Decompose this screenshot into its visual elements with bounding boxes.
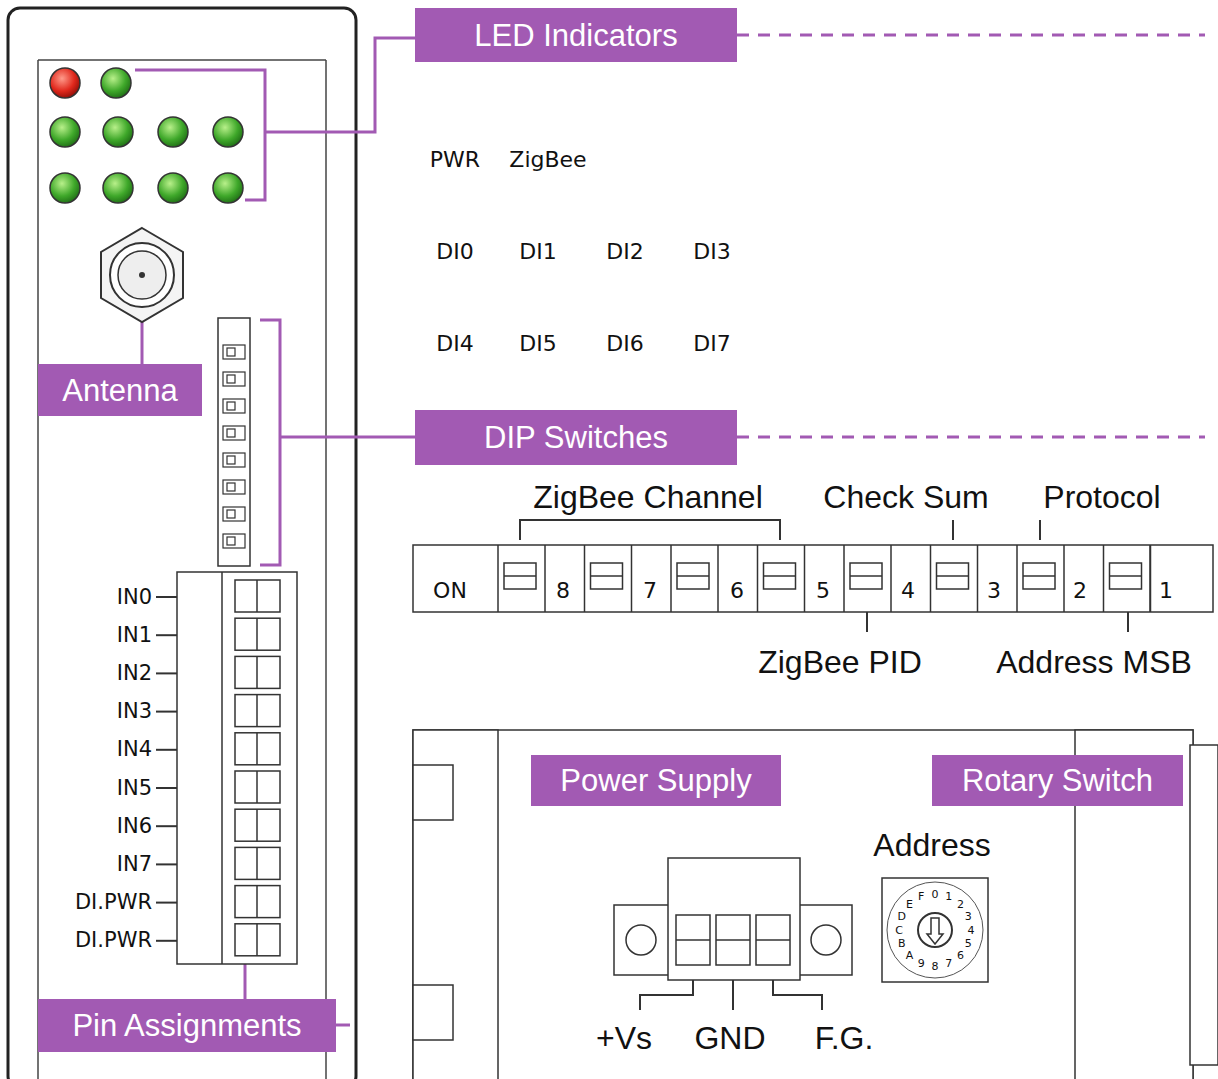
led-label: DI2: [606, 241, 643, 263]
switch-number: 2: [1073, 580, 1087, 602]
dial-digit: 8: [932, 961, 939, 972]
callout-text: Rotary Switch: [962, 765, 1153, 796]
pin-name: IN6: [117, 816, 152, 837]
dial-digit: 1: [945, 891, 952, 902]
led-label: DI6: [606, 333, 643, 355]
pin-name: IN1: [117, 625, 152, 646]
callout-text: Power Supply: [560, 765, 751, 796]
callout-text: Antenna: [62, 375, 178, 406]
rotary-callout: Rotary Switch: [932, 755, 1183, 806]
callout-text: Pin Assignments: [72, 1010, 301, 1041]
switch-number: 5: [816, 580, 830, 602]
switch-number: 3: [987, 580, 1001, 602]
switch-group-label: Protocol: [1043, 481, 1160, 513]
antenna-callout: Antenna: [38, 364, 202, 416]
dial-digit: A: [906, 950, 914, 961]
pin-name: IN3: [117, 701, 152, 722]
power-callout: Power Supply: [531, 755, 781, 806]
led-label: DI0: [436, 241, 473, 263]
dial-digit: D: [897, 911, 905, 922]
switch-number: 4: [901, 580, 915, 602]
dip-callout: DIP Switches: [415, 410, 737, 465]
pin-name: IN0: [117, 587, 152, 608]
led-label: DI3: [693, 241, 730, 263]
switch-number: 6: [730, 580, 744, 602]
led-label: DI5: [519, 333, 556, 355]
led-label: DI4: [436, 333, 473, 355]
pin-name: IN2: [117, 663, 152, 684]
dial-digit: 7: [945, 958, 952, 969]
led-label: DI7: [693, 333, 730, 355]
pin-name: IN7: [117, 854, 152, 875]
terminal-name: GND: [694, 1022, 765, 1054]
dial-digit: 5: [965, 938, 972, 949]
dial-digit: F: [918, 891, 924, 902]
switch-number: 1: [1159, 580, 1173, 602]
dial-digit: 9: [918, 958, 925, 969]
switch-on-label: ON: [433, 580, 467, 602]
pin-name: IN4: [117, 739, 152, 760]
callout-text: LED Indicators: [474, 20, 677, 51]
dial-digit: C: [895, 925, 903, 936]
dial-digit: 3: [965, 911, 972, 922]
switch-number: 7: [643, 580, 657, 602]
switch-group-label: Address MSB: [996, 646, 1192, 678]
led-label: PWR: [430, 149, 480, 171]
switch-label: Address: [873, 829, 990, 861]
dial-digit: 0: [932, 889, 939, 900]
dial-digit: 6: [957, 950, 964, 961]
dial-digit: 4: [968, 925, 975, 936]
switch-group-label: ZigBee PID: [758, 646, 922, 678]
callout-text: DIP Switches: [484, 422, 668, 453]
pins-callout: Pin Assignments: [38, 999, 336, 1052]
led-label: ZigBee: [509, 149, 586, 171]
pin-name: IN5: [117, 778, 152, 799]
switch-number: 8: [556, 580, 570, 602]
switch-group-label: Check Sum: [823, 481, 988, 513]
terminal-name: F.G.: [815, 1022, 874, 1054]
led-label: DI1: [519, 241, 556, 263]
led-callout: LED Indicators: [415, 8, 737, 62]
dial-digit: B: [898, 938, 906, 949]
dial-digit: 2: [957, 899, 964, 910]
pin-name: DI.PWR: [75, 892, 152, 913]
pin-name: DI.PWR: [75, 930, 152, 951]
dial-digit: E: [906, 899, 913, 910]
terminal-name: +Vs: [596, 1022, 652, 1054]
switch-group-label: ZigBee Channel: [533, 481, 762, 513]
